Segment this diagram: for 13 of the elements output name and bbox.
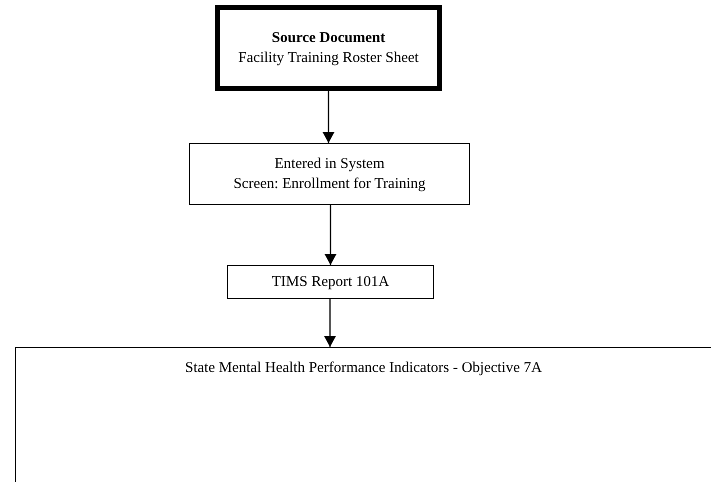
box-text: State Mental Health Performance Indicators - Objective 7A (185, 359, 542, 378)
process-box (15, 347, 711, 482)
arrow (324, 205, 336, 265)
process-box (227, 265, 434, 299)
process-box (215, 5, 442, 91)
box-text: TIMS Report 101A (272, 273, 390, 292)
box-text: Facility Training Roster Sheet (238, 49, 419, 68)
box-text: Entered in System (274, 155, 384, 174)
arrow (322, 91, 334, 143)
box-text: Screen: Enrollment for Training (233, 175, 426, 194)
arrow (324, 299, 336, 347)
box-heading: Source Document (272, 29, 386, 48)
process-box (189, 143, 470, 205)
